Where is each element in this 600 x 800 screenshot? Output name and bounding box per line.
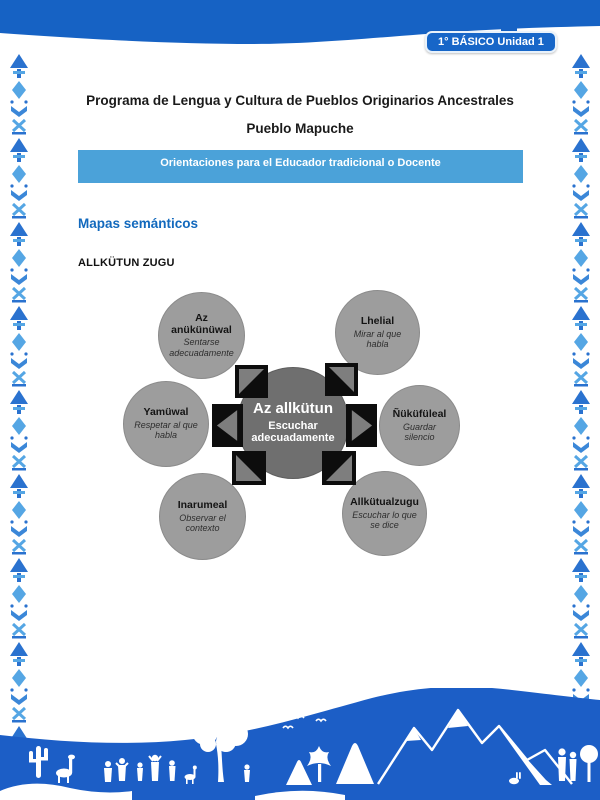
connector-right — [346, 404, 377, 447]
node-translation: Guardar silencio — [402, 421, 437, 442]
center-node-translation: Escuchar adecuadamente — [251, 419, 335, 445]
node-yamuwal: Yamüwal Respetar al que habla — [123, 381, 209, 467]
node-translation: Observar el contexto — [179, 512, 226, 533]
arrow-up-left-icon — [239, 369, 264, 394]
cactus-silhouette — [29, 746, 48, 778]
rabbit-silhouette — [509, 772, 521, 785]
center-node: Az allkütun Escuchar adecuadamente — [237, 367, 349, 479]
semantic-map-title: ALLKÜTUN ZUGU — [78, 257, 175, 269]
section-heading: Mapas semánticos — [78, 216, 199, 231]
araucaria-silhouette — [307, 746, 331, 782]
tree-silhouette — [192, 706, 248, 782]
mountains-silhouette — [376, 708, 573, 785]
node-name: Lhelial — [360, 314, 395, 327]
birds-silhouette — [282, 706, 327, 730]
node-name: Yamüwal — [143, 406, 189, 419]
center-node-name: Az allkütun — [252, 400, 333, 418]
connector-bottom-left — [232, 451, 266, 485]
node-name: Az anükünüwal — [171, 311, 232, 336]
node-translation: Escuchar lo que se dice — [352, 509, 417, 530]
ornament-column-left — [8, 52, 30, 744]
connector-top-left — [235, 365, 268, 398]
orientation-banner: Orientaciones para el Educador tradicion… — [78, 150, 523, 183]
arrow-down-right-icon — [326, 455, 352, 481]
node-inarumeal: Inarumeal Observar el contexto — [159, 473, 246, 560]
llama-silhouette — [56, 754, 75, 783]
semantic-map-diagram: Az anükünüwal Sentarse adecuadamente Lhe… — [0, 285, 600, 577]
footer-landscape — [0, 688, 600, 800]
arrow-right-icon — [351, 410, 373, 441]
arrow-down-left-icon — [236, 455, 262, 481]
arrow-up-right-icon — [329, 367, 354, 392]
node-translation: Mirar al que habla — [353, 328, 402, 349]
node-allkutualzugu: Allkütualzugu Escuchar lo que se dice — [342, 471, 427, 556]
node-lhelial: Lhelial Mirar al que habla — [335, 290, 420, 375]
page-title: Programa de Lengua y Cultura de Pueblos … — [86, 93, 514, 108]
right-figures-silhouette — [558, 745, 598, 782]
header-wave-band — [0, 0, 600, 44]
ruka-silhouette — [286, 743, 374, 785]
node-nukufuleal: Ñüküfüleal Guardar silencio — [379, 385, 460, 466]
connector-bottom-right — [322, 451, 356, 485]
node-name: Allkütualzugu — [350, 495, 419, 508]
node-az-anukunuwal: Az anükünüwal Sentarse adecuadamente — [158, 292, 245, 379]
deer-silhouette — [184, 765, 197, 784]
arrow-left-icon — [216, 410, 238, 441]
unit-badge: 1° BÁSICO Unidad 1 — [425, 31, 557, 53]
node-name: Ñüküfüleal — [392, 407, 447, 420]
connector-left — [212, 404, 243, 447]
page-subtitle: Pueblo Mapuche — [246, 121, 354, 136]
node-translation: Respetar al que habla — [134, 420, 198, 441]
connector-top-right — [325, 363, 358, 396]
node-name: Inarumeal — [177, 498, 228, 511]
ornament-column-right — [570, 52, 592, 744]
node-translation: Sentarse adecuadamente — [169, 337, 234, 358]
people-silhouettes — [104, 754, 250, 782]
